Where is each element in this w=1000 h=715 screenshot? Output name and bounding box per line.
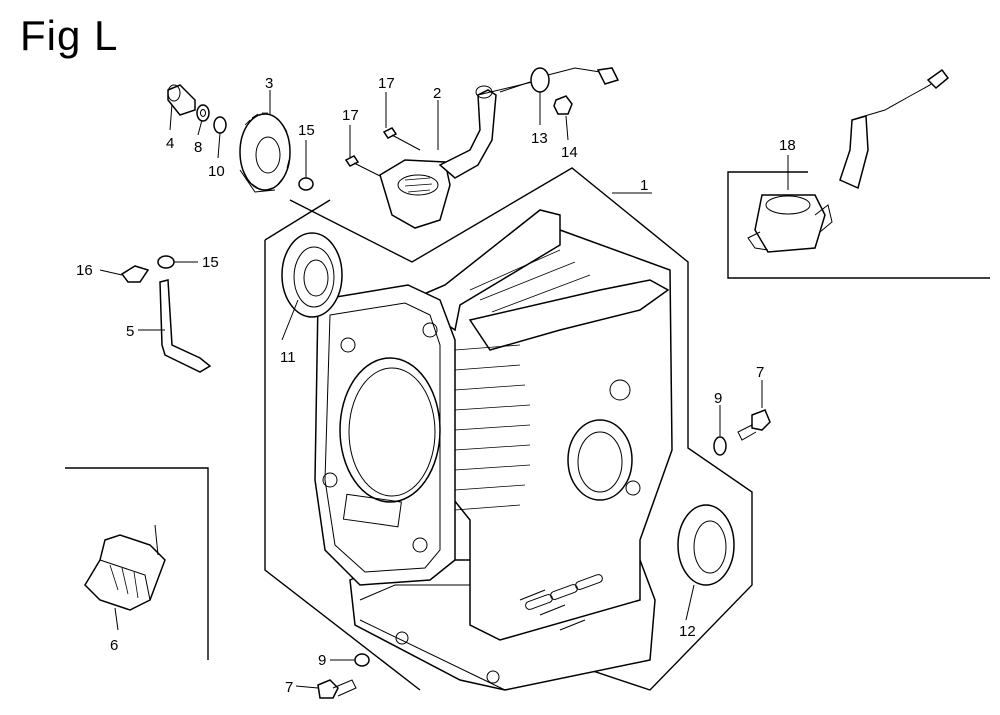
callout-9-bottom: 9 — [318, 652, 326, 669]
bearing-ring — [281, 232, 343, 318]
callout-15-upper: 15 — [298, 122, 315, 139]
governor-shaft — [167, 84, 196, 116]
callout-3: 3 — [265, 75, 273, 92]
oil-seal — [677, 504, 735, 586]
washer-15-lower — [157, 255, 175, 269]
part18-group-outline — [727, 171, 990, 279]
callout-17-lower: 17 — [342, 107, 359, 124]
bolt-17-a — [382, 127, 421, 151]
clip-10 — [213, 116, 227, 134]
callout-labels: 1 2 3 4 5 6 7 7 8 9 9 10 11 12 13 14 15 … — [76, 75, 796, 696]
oil-sensor — [379, 79, 541, 229]
callout-6: 6 — [110, 637, 118, 654]
governor-gear — [239, 112, 291, 193]
washer-9-right — [713, 436, 727, 456]
callout-11: 11 — [280, 349, 296, 366]
callout-10: 10 — [208, 163, 225, 180]
leader-lines — [99, 90, 789, 689]
callout-13: 13 — [531, 130, 548, 147]
sensor-assembly — [747, 68, 950, 253]
callout-8: 8 — [194, 139, 202, 156]
callout-5: 5 — [126, 323, 134, 340]
bolt-7-right — [737, 409, 771, 441]
callout-18: 18 — [779, 137, 796, 154]
figure-title: Fig L — [20, 12, 119, 59]
callout-4: 4 — [166, 135, 174, 152]
callout-1: 1 — [640, 177, 648, 194]
nut-14 — [553, 95, 573, 115]
part6-group-outline — [65, 467, 209, 660]
governor-arm-clip-16 — [120, 265, 150, 283]
callout-12: 12 — [679, 623, 696, 640]
washer-9-bottom — [354, 653, 370, 667]
governor-arm — [159, 279, 212, 373]
callout-17-upper: 17 — [378, 75, 395, 92]
callout-2: 2 — [433, 85, 441, 102]
washer-15-upper — [298, 177, 314, 191]
washer-8 — [196, 104, 210, 122]
cable-grommet — [530, 67, 620, 93]
crankcase-body — [314, 209, 673, 691]
crankcase-group-outline — [264, 167, 753, 691]
callout-9-right: 9 — [714, 390, 722, 407]
engine-mount — [84, 524, 166, 611]
callout-15-lower: 15 — [202, 254, 219, 271]
callout-14: 14 — [561, 144, 578, 161]
bolt-17-b — [344, 155, 381, 177]
callout-7-right: 7 — [756, 364, 764, 381]
bolt-7-bottom — [317, 679, 357, 699]
callout-16: 16 — [76, 262, 93, 279]
callout-7-bottom: 7 — [285, 679, 293, 696]
